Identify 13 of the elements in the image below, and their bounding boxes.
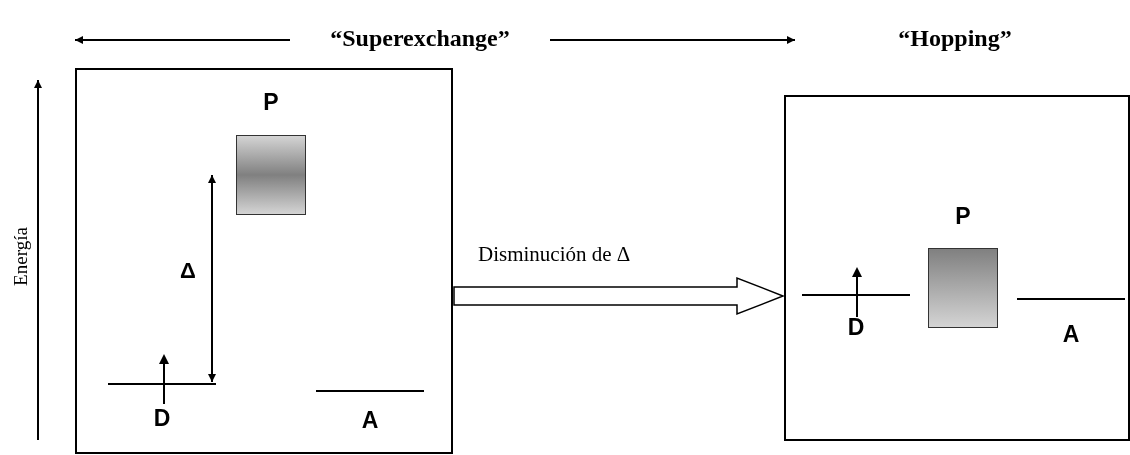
level-label: D [152, 406, 172, 430]
block-arrow [453, 276, 786, 316]
diagram-panel [75, 68, 453, 454]
level-label: D [846, 315, 866, 339]
double-arrow [208, 174, 216, 383]
level-label: P [954, 204, 972, 228]
diagram-panel [784, 95, 1130, 441]
level-label: A [360, 408, 380, 432]
level-label: P [262, 90, 280, 114]
regime-label: “Hopping” [897, 24, 1013, 52]
axis-label: Energía [8, 226, 32, 288]
level-label: A [1061, 322, 1081, 346]
regime-label: “Superexchange” [329, 24, 511, 52]
